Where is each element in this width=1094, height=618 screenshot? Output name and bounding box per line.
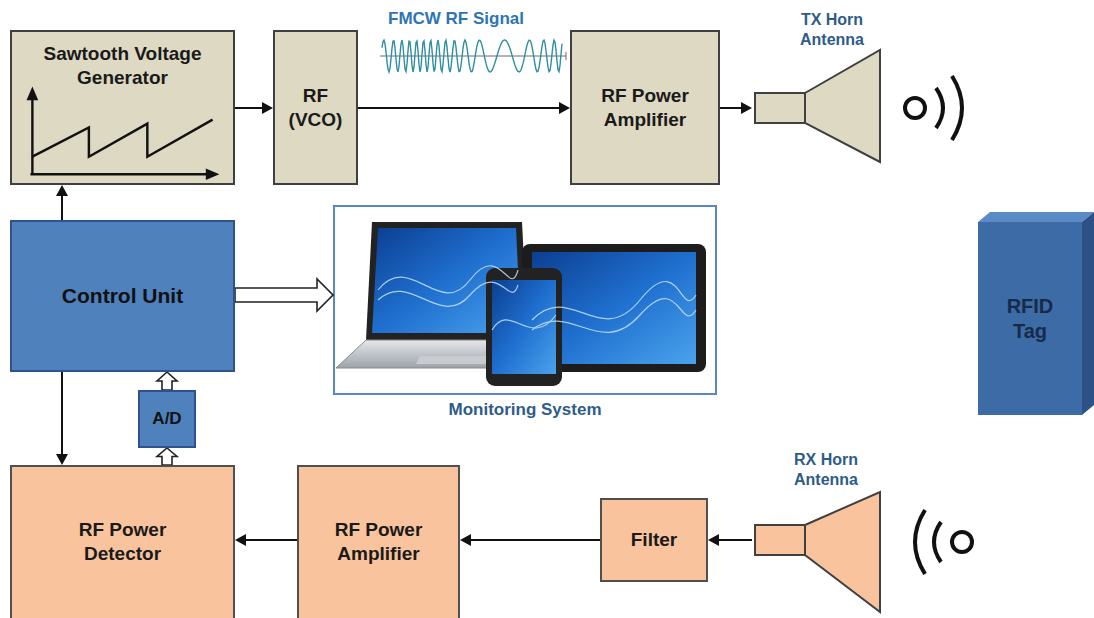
connector <box>460 534 600 546</box>
signal-label: FMCW RF Signal <box>388 8 524 29</box>
connector <box>56 185 68 220</box>
arrow-head <box>559 102 570 114</box>
connector-line <box>61 195 63 220</box>
fmcw-waveform <box>380 40 566 72</box>
node-text: A/D <box>152 408 181 429</box>
arrow-head <box>56 185 68 196</box>
node-text: RF Power Detector <box>48 518 198 566</box>
connector <box>157 448 177 465</box>
connector <box>235 102 273 114</box>
node-text: Filter <box>631 528 677 552</box>
connector <box>56 372 68 465</box>
hollow-arrow <box>235 279 333 311</box>
connector <box>157 372 177 390</box>
monitor-node: Monitoring System <box>333 205 717 427</box>
arrow-head <box>235 534 246 546</box>
node-text: RFID Tag <box>990 294 1070 344</box>
antenna-label-node: RX Horn Antenna <box>752 448 882 616</box>
amplifier-box: RF Power Amplifier <box>570 30 720 185</box>
connector-line <box>245 539 297 541</box>
connector <box>358 102 570 114</box>
connector-line <box>61 372 63 455</box>
vco-box: RF (VCO) <box>273 30 358 185</box>
node-text: RF (VCO) <box>284 84 348 132</box>
adc-box: A/D <box>138 390 196 448</box>
rfid-tag-faces <box>978 212 1094 415</box>
amplifier-box: RF Power Amplifier <box>297 465 460 618</box>
monitoring-devices <box>334 206 716 394</box>
connector <box>720 102 752 114</box>
connector <box>235 279 333 311</box>
hollow-arrow <box>157 372 177 390</box>
connector-line <box>718 539 752 541</box>
antenna-label-node: TX Horn Antenna <box>752 6 882 164</box>
connector-line <box>235 107 263 109</box>
arrow-head <box>741 102 752 114</box>
arrow-head <box>460 534 471 546</box>
detector-box: RF Power Detector <box>10 465 235 618</box>
radio-waves <box>905 76 972 574</box>
connector-line <box>720 107 742 109</box>
node-text: RF Power Amplifier <box>309 518 449 566</box>
node-text: Sawtooth Voltage Generator <box>28 42 218 90</box>
connector-line <box>358 107 560 109</box>
generator-box: Sawtooth Voltage Generator <box>10 30 235 185</box>
filter-box: Filter <box>600 498 708 582</box>
arrow-head <box>262 102 273 114</box>
node-text: Control Unit <box>62 283 183 309</box>
hollow-arrow <box>157 448 177 465</box>
connector-line <box>470 539 600 541</box>
tx-horn-antenna <box>755 50 880 162</box>
node-text: TX Horn Antenna <box>782 10 882 50</box>
arrow-head <box>56 454 68 465</box>
connector <box>235 534 297 546</box>
connector <box>708 534 752 546</box>
arrow-head <box>708 534 719 546</box>
rx-horn-antenna <box>755 492 880 612</box>
node-text: RF Power Amplifier <box>580 84 710 132</box>
control-box: Control Unit <box>10 220 235 372</box>
rfid-tag: RFID Tag <box>978 222 1082 415</box>
node-text: Monitoring System <box>333 399 717 420</box>
node-text: RX Horn Antenna <box>776 450 876 490</box>
